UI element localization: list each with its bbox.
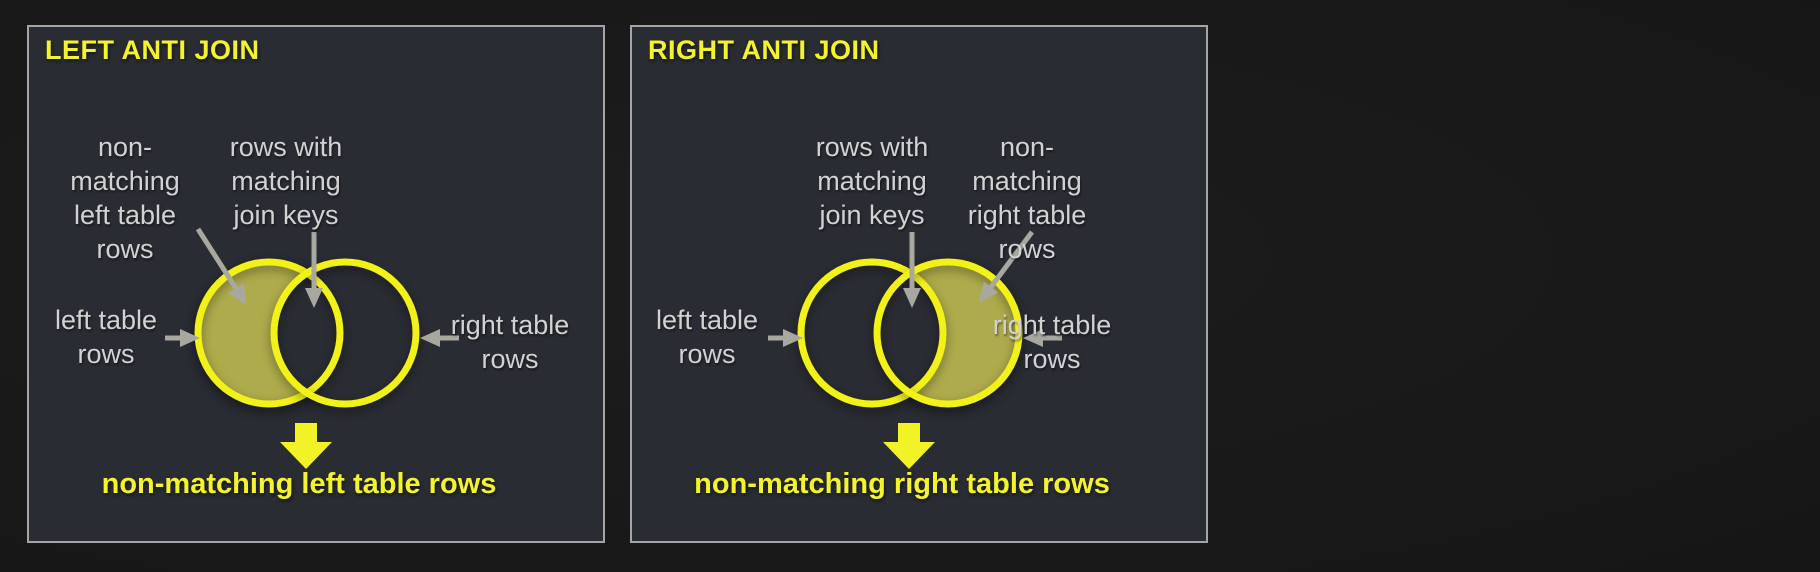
- label-line: matching: [70, 166, 180, 196]
- down-block-arrow-icon: [280, 423, 332, 469]
- label-line: right table: [992, 310, 1112, 340]
- label-line: rows: [77, 339, 135, 369]
- label-left-table-rows: left table rows: [31, 303, 181, 371]
- label-line: rows: [1023, 344, 1081, 374]
- label-matching-join-keys: rows with matching join keys: [211, 130, 361, 232]
- venn-diagram: [165, 227, 459, 469]
- label-line: left table: [655, 305, 759, 335]
- label-line: right table: [967, 200, 1087, 230]
- venn-right-circle: [873, 258, 1023, 408]
- panel-title: RIGHT ANTI JOIN: [648, 35, 880, 65]
- label-non-matching-left-rows: non- matching left table rows: [50, 130, 200, 266]
- non-matching-pointer-arrow-icon: [195, 227, 247, 306]
- label-line: rows: [998, 234, 1056, 264]
- label-line: non-: [97, 132, 153, 162]
- venn-right-circle: [270, 258, 420, 408]
- label-line: rows: [678, 339, 736, 369]
- label-line: matching: [817, 166, 927, 196]
- label-right-table-rows: right table rows: [435, 308, 585, 376]
- panel-title: LEFT ANTI JOIN: [45, 35, 260, 65]
- label-line: rows: [96, 234, 154, 264]
- label-line: rows with: [229, 132, 343, 162]
- label-line: rows: [481, 344, 539, 374]
- result-caption: non-matching right table rows: [694, 468, 1110, 500]
- label-line: join keys: [233, 200, 339, 230]
- label-line: left table: [73, 200, 177, 230]
- down-block-arrow-icon: [883, 423, 935, 469]
- label-line: non-: [999, 132, 1055, 162]
- non-matching-pointer-arrow-icon: [979, 230, 1035, 304]
- label-line: join keys: [819, 200, 925, 230]
- label-matching-join-keys: rows with matching join keys: [797, 130, 947, 232]
- label-line: right table: [450, 310, 570, 340]
- label-line: matching: [231, 166, 341, 196]
- panel-left-anti-join: LEFT ANTI JOIN non- matching left table …: [27, 25, 605, 543]
- label-line: left table: [54, 305, 158, 335]
- label-left-table-rows: left table rows: [632, 303, 782, 371]
- label-right-table-rows: right table rows: [977, 308, 1127, 376]
- venn-diagram: [768, 230, 1062, 469]
- label-non-matching-right-rows: non- matching right table rows: [952, 130, 1102, 266]
- label-line: matching: [972, 166, 1082, 196]
- panel-right-anti-join: RIGHT ANTI JOIN rows with matching join …: [630, 25, 1208, 543]
- result-caption: non-matching left table rows: [101, 468, 497, 500]
- label-line: rows with: [815, 132, 929, 162]
